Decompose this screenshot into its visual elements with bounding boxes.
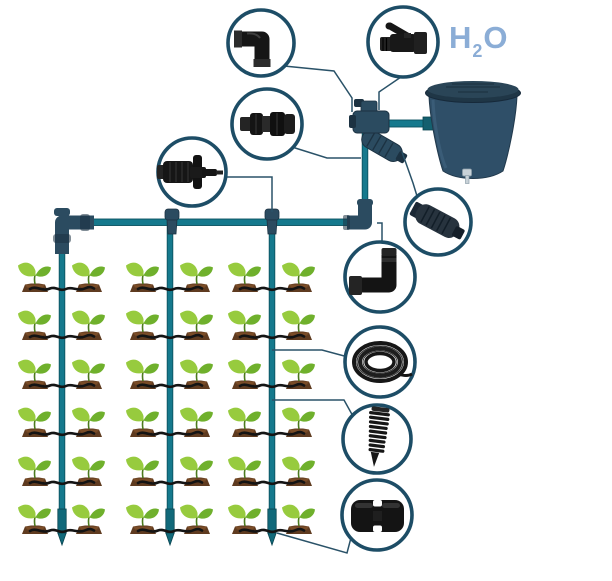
callout-lines: [226, 65, 418, 554]
tee-connector-icon: [351, 500, 404, 532]
water-label-h: H: [449, 20, 472, 55]
callout-circles: [156, 5, 473, 552]
callout-line-elbow-connector: [377, 222, 383, 244]
inline-filter-icon: [409, 202, 465, 240]
spiral-spike-icon: [368, 406, 390, 467]
drip-pipe-column-1: [58, 221, 66, 513]
manifold-pipe: [69, 218, 355, 226]
shutoff-valve-icon: [380, 22, 427, 54]
callout-line-straight-coupler: [291, 146, 361, 159]
callout-line-tubing-coil: [272, 349, 349, 358]
callout-line-inline-filter: [401, 151, 418, 197]
drip-pipe-column-3: [268, 221, 276, 513]
tubing-coil-icon: [352, 341, 413, 383]
water-tank: [425, 81, 521, 184]
tank-supply-pipe: [385, 119, 429, 128]
elbow-connector-icon: [349, 248, 397, 295]
callout-circle-elbow-connector: [343, 240, 417, 314]
manifold-elbow-left-fitting: [53, 208, 94, 254]
straight-coupler-icon: [240, 112, 295, 136]
water-label-o: O: [483, 20, 508, 55]
callout-line-drip-emitter: [226, 176, 273, 212]
callout-line-spiral-spike: [272, 399, 355, 419]
water-label-sub2: 2: [472, 41, 483, 61]
callout-circle-spiral-spike: [341, 403, 413, 475]
tank-body: [428, 95, 518, 179]
manifold-elbow-right-fitting: [343, 199, 373, 230]
drip-pipe-column-2: [166, 221, 174, 513]
inline-filter-unit: [361, 130, 408, 164]
tank-spout: [462, 168, 472, 184]
drip-emitter-icon: [157, 155, 223, 189]
elbow-fitting-icon: [234, 30, 271, 67]
callout-line-shutoff-valve: [378, 76, 402, 110]
water-label: H2O: [449, 20, 509, 61]
callout-line-elbow-fitting: [283, 65, 353, 112]
tank-valve-unit: [349, 99, 390, 134]
junction-assembly: [349, 99, 408, 164]
callout-circle-tubing-coil: [343, 325, 417, 399]
